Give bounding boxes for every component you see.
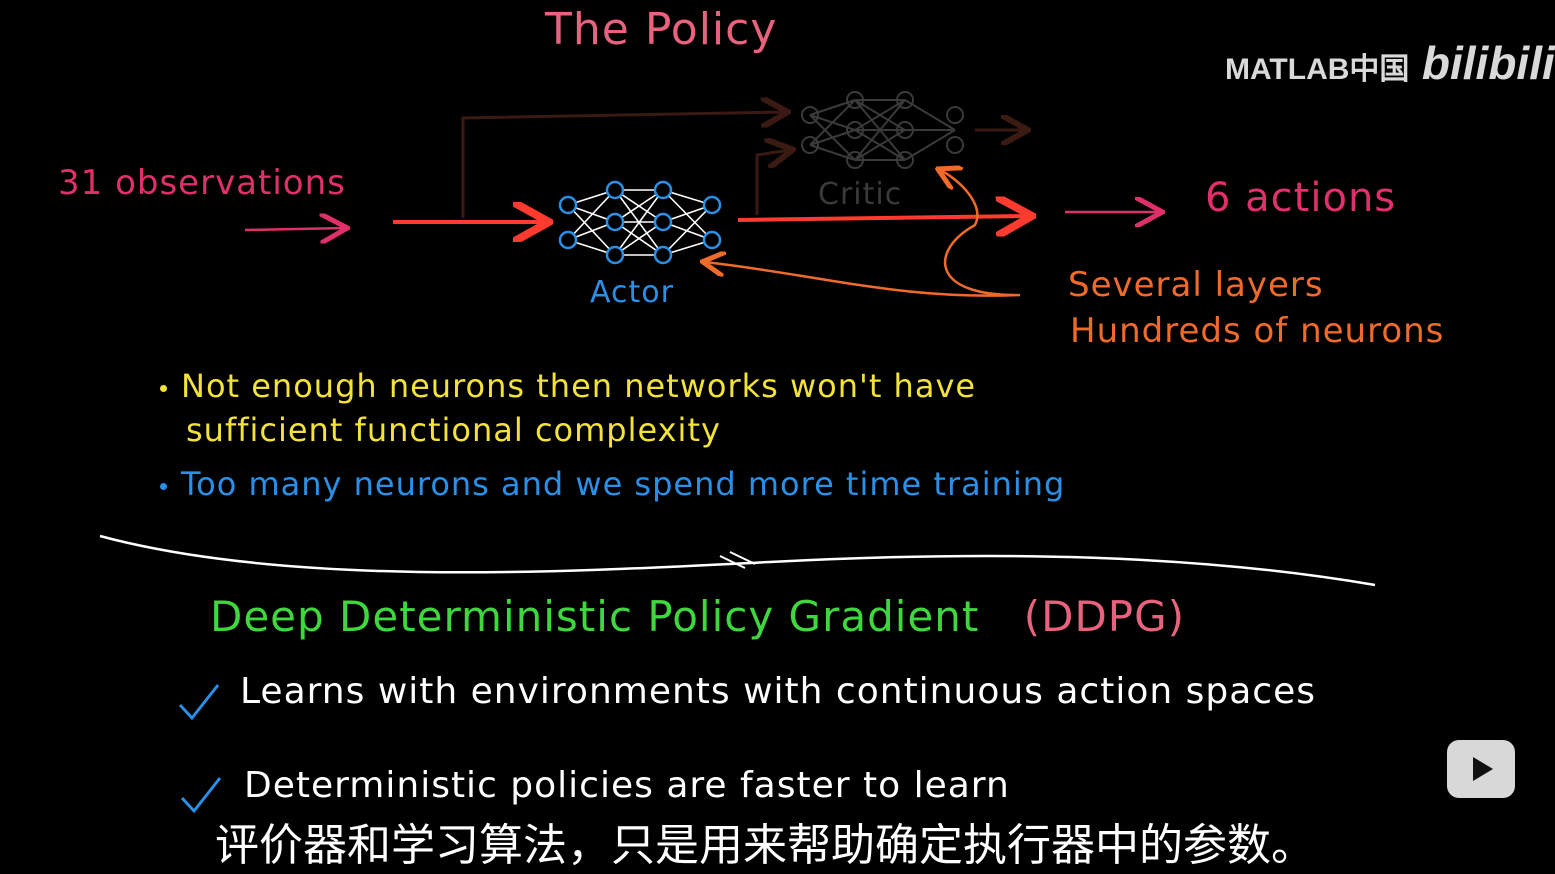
feedback-to-actor-arrow [705, 262, 1021, 297]
check-icon [180, 777, 222, 814]
bullet-text: Too many neurons and we spend more time … [181, 465, 1066, 503]
feedback-to-critic-arrow [940, 170, 1016, 297]
critic-label: Critic [818, 177, 903, 212]
bullet-dot-icon [160, 384, 167, 392]
actor-label: Actor [590, 275, 674, 310]
bullet-not-enough: Not enough neurons then networks won't h… [160, 370, 976, 402]
channel-watermark: MATLAB中国 bilibili [1225, 40, 1555, 86]
bullet-too-many: Too many neurons and we spend more time … [160, 468, 1065, 500]
critic-network-icon [801, 91, 964, 169]
neurons-label: Hundreds of neurons [1070, 311, 1445, 351]
bilibili-logo: bilibili [1421, 37, 1555, 89]
actions-label: 6 actions [1205, 175, 1397, 221]
bullet-text: Not enough neurons then networks won't h… [181, 367, 977, 405]
check-icon [178, 684, 220, 721]
ddpg-title: Deep Deterministic Policy Gradient (DDPG… [210, 596, 1185, 638]
check-item-faster: Deterministic policies are faster to lea… [244, 765, 1010, 806]
ddpg-full-name: Deep Deterministic Policy Gradient [210, 592, 980, 641]
section-divider [99, 534, 1376, 587]
observations-arrow [244, 228, 345, 230]
video-subtitle: 评价器和学习算法，只是用来帮助确定执行器中的参数。 [215, 820, 1315, 871]
critic-action-arrow [755, 150, 790, 215]
play-icon [1465, 734, 1497, 781]
check-item-continuous: Learns with environments with continuous… [240, 671, 1316, 712]
slide-title: The Policy [545, 4, 778, 55]
bullet-dot-icon [160, 482, 167, 490]
actor-output-arrow [737, 216, 1028, 220]
actor-network-icon [558, 180, 722, 265]
bullet-not-enough-cont: sufficient functional complexity [186, 411, 721, 449]
critic-feed-arrow [461, 112, 785, 218]
watermark-text: MATLAB中国 [1225, 53, 1410, 86]
observations-label: 31 observations [58, 163, 346, 203]
layers-label: Several layers [1068, 265, 1324, 305]
divider-break-mark [719, 551, 756, 569]
ddpg-abbreviation: (DDPG) [1023, 592, 1186, 641]
play-button[interactable] [1447, 734, 1515, 798]
